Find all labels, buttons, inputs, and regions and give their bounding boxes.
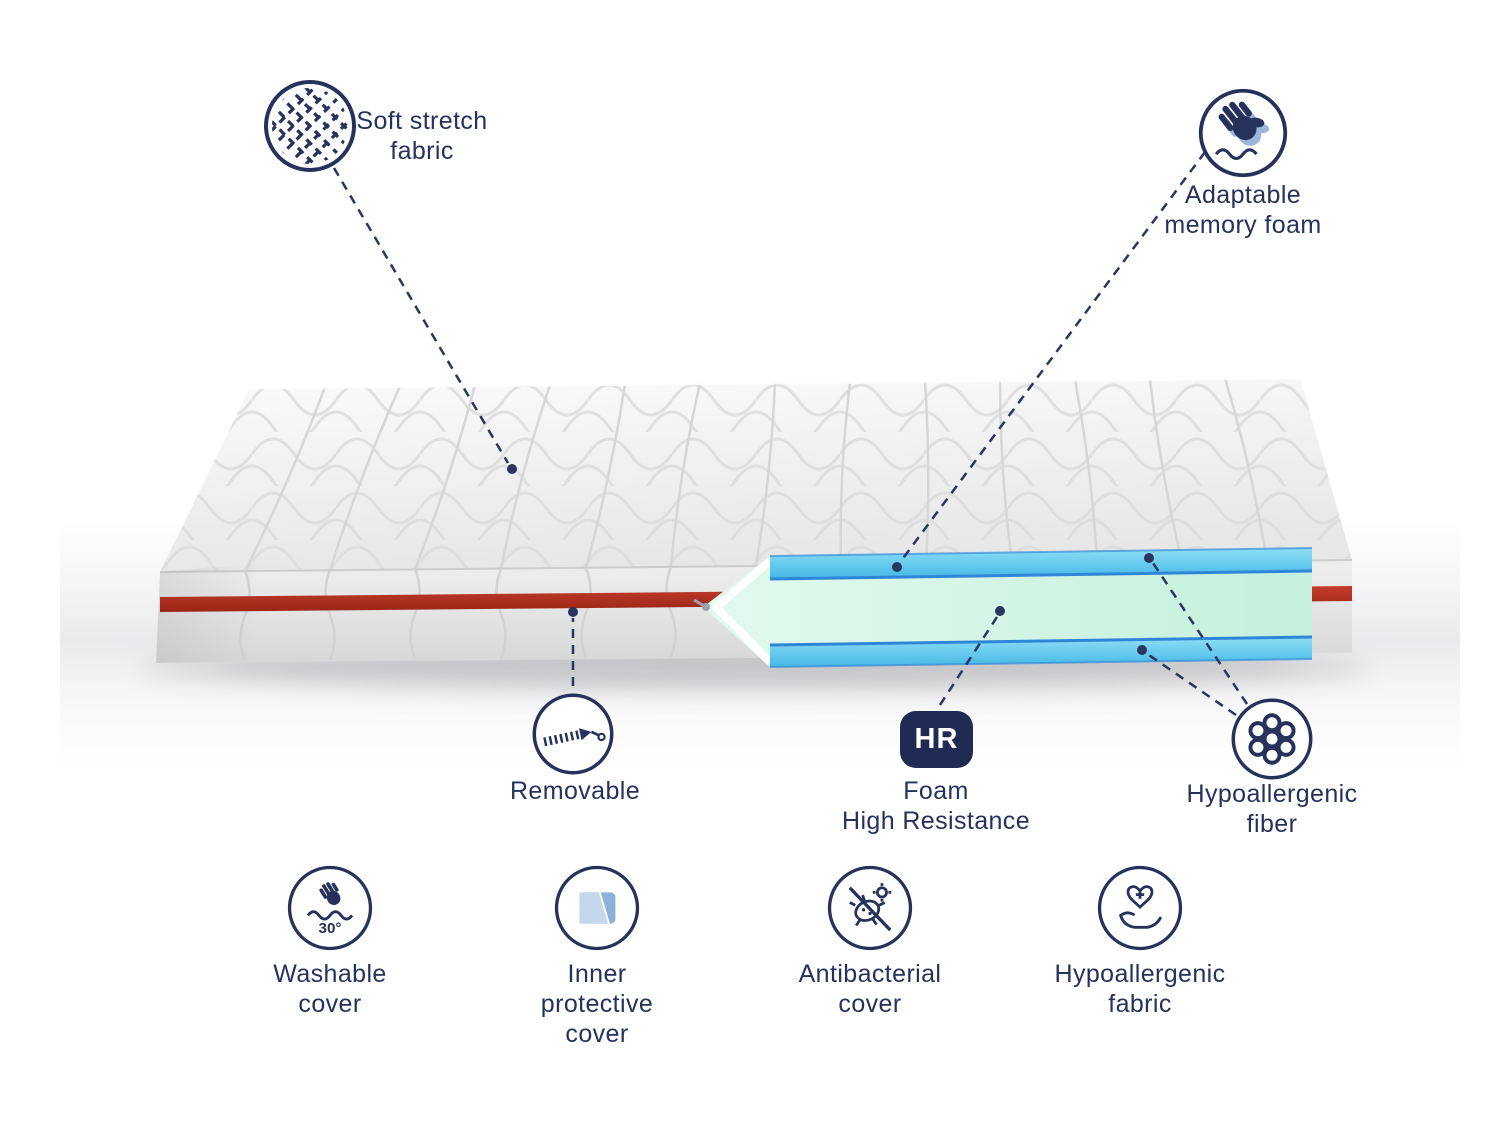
quilt-columns-top <box>243 377 1269 572</box>
callout-lines <box>332 151 1249 717</box>
hr-badge: HR <box>900 711 973 768</box>
hand-heart-cross-icon <box>1094 862 1186 954</box>
callout-dots <box>507 464 1154 655</box>
wash-temp-text: 30° <box>319 920 342 937</box>
hand-press-foam-icon <box>1195 85 1291 181</box>
line-fiber-top <box>1151 562 1249 705</box>
hr-foam-label: Foam High Resistance <box>841 777 1031 835</box>
protective-cover-icon <box>551 862 643 954</box>
washable-cover-label: Washable cover <box>273 960 387 1018</box>
hr-badge-text: HR <box>914 723 959 755</box>
soft-stretch-label: Soft stretch fabric <box>356 107 488 165</box>
inner-protective-cover-label: Inner protective cover <box>540 960 654 1048</box>
no-bacteria-icon <box>824 862 916 954</box>
cutaway-layers <box>693 547 1313 668</box>
zipper-icon <box>529 690 617 778</box>
hand-wash-30-icon: 30° <box>284 862 376 954</box>
removable-label: Removable <box>509 777 641 805</box>
antibacterial-cover-label: Antibacterial cover <box>798 960 942 1018</box>
hypoallergenic-fabric-label: Hypoallergenic fabric <box>1054 960 1226 1018</box>
line-memory-foam <box>899 151 1207 562</box>
mattress <box>156 376 1353 668</box>
line-hr-foam <box>938 616 999 706</box>
line-fiber-bottom <box>1145 651 1237 717</box>
hypo-fiber-label: Hypoallergenic fiber <box>1186 780 1358 838</box>
fiber-cluster-icon <box>1228 695 1316 783</box>
fabric-weave-icon <box>260 76 360 176</box>
memory-foam-label: Adaptable memory foam <box>1164 181 1322 239</box>
